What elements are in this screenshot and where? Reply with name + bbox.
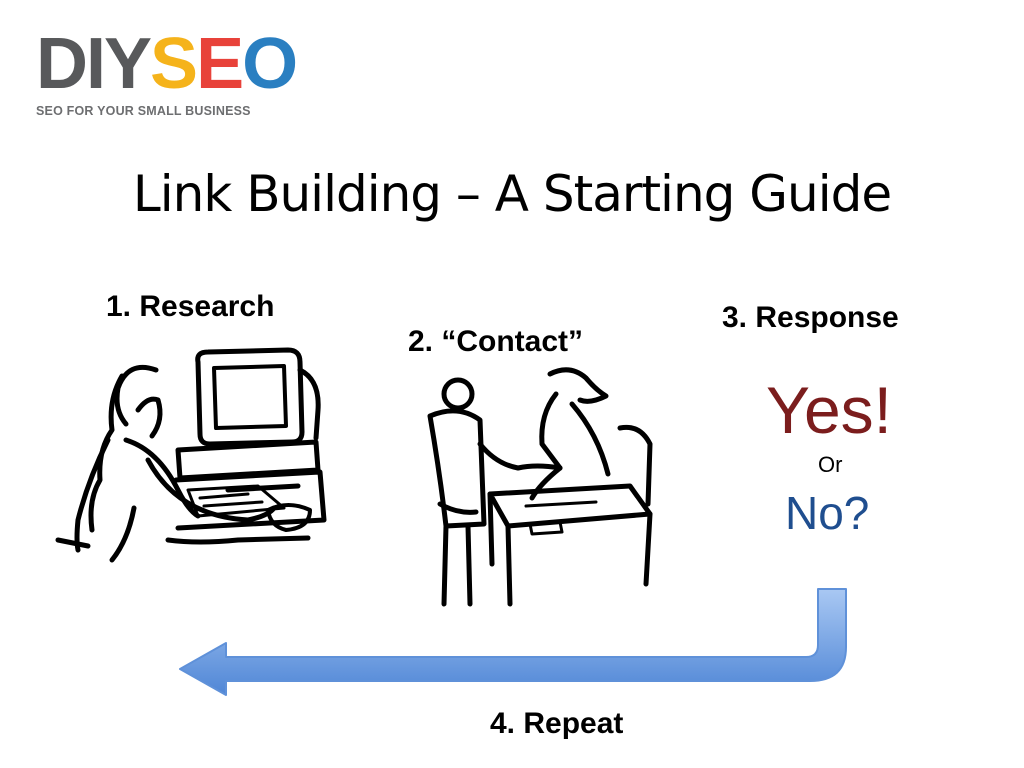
repeat-arrow: [179, 588, 847, 696]
yes-text: Yes!: [766, 373, 893, 447]
logo-o: O: [242, 24, 298, 104]
logo-s: S: [150, 24, 198, 104]
logo-e: E: [196, 24, 244, 104]
step-repeat-label: 4. Repeat: [490, 707, 624, 740]
step-contact-label: 2. “Contact”: [408, 325, 584, 358]
step-research-label: 1. Research: [106, 290, 275, 323]
handshake-illustration: [427, 367, 653, 607]
slide-title: Link Building – A Starting Guide: [132, 165, 892, 223]
no-text: No?: [785, 487, 870, 539]
or-text: Or: [818, 452, 843, 477]
logo-tagline: SEO FOR YOUR SMALL BUSINESS: [36, 104, 251, 118]
person-at-computer-illustration: [55, 347, 327, 563]
step-response-label: 3. Response: [722, 301, 899, 334]
logo-diy: DIY: [36, 24, 152, 104]
